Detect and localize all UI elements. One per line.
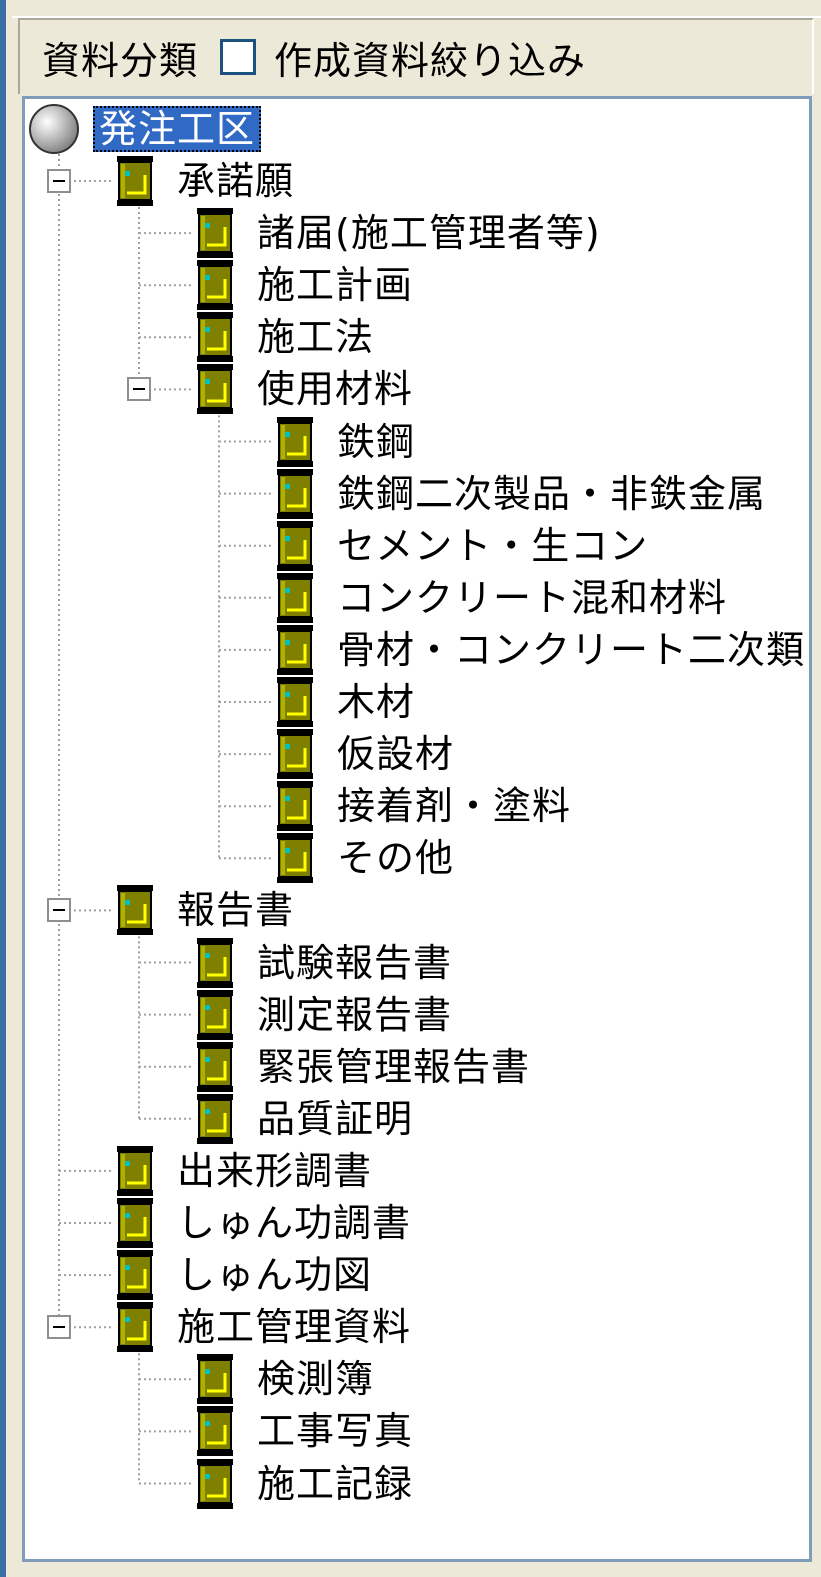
- folder-icon: [197, 1354, 233, 1405]
- folder-icon: [117, 1250, 153, 1301]
- category-label: 資料分類: [42, 38, 199, 83]
- tree-item[interactable]: 接着剤・塗料: [275, 780, 577, 832]
- tree-item[interactable]: 仮設材: [275, 728, 460, 780]
- tree-item-label: 鉄鋼: [337, 419, 416, 464]
- tree-item-label: 施工法: [257, 315, 375, 360]
- tree-item[interactable]: 緊張管理報告書: [195, 1041, 536, 1093]
- folder-icon: [277, 833, 313, 884]
- folder-icon: [277, 781, 313, 832]
- tree-item-label: 測定報告書: [257, 992, 453, 1037]
- tree-item[interactable]: 報告書: [115, 884, 300, 936]
- tree-item[interactable]: 鉄鋼: [275, 416, 421, 468]
- tree-item-label: 仮設材: [337, 732, 455, 777]
- folder-icon: [277, 416, 313, 467]
- folder-icon: [197, 1458, 233, 1509]
- minus-box-icon[interactable]: [47, 898, 71, 923]
- tree-item-label: 試験報告書: [257, 940, 453, 985]
- filter-checkbox[interactable]: [220, 39, 257, 75]
- tree-item[interactable]: 木材: [275, 676, 421, 728]
- top-edge: [12, 0, 821, 18]
- tree-item[interactable]: 施工計画: [195, 259, 419, 311]
- folder-icon: [117, 1145, 153, 1196]
- tree-item[interactable]: 検測簿: [195, 1353, 380, 1405]
- tree-item-label: 使用材料: [257, 367, 414, 412]
- tree-item-label: 出来形調書: [177, 1148, 373, 1193]
- folder-icon: [117, 885, 153, 936]
- tree-item[interactable]: 施工法: [195, 311, 380, 363]
- folder-icon: [277, 624, 313, 675]
- tree-item[interactable]: しゅん功図: [115, 1249, 378, 1301]
- tree-item[interactable]: 試験報告書: [195, 937, 458, 989]
- tree-item[interactable]: 出来形調書: [115, 1145, 378, 1197]
- tree-item[interactable]: その他: [275, 832, 460, 884]
- folder-icon: [197, 364, 233, 415]
- tree-item[interactable]: 諸届(施工管理者等): [195, 207, 607, 259]
- minus-box-icon[interactable]: [127, 377, 151, 402]
- tree-item-label: 接着剤・塗料: [337, 784, 572, 829]
- folder-icon: [197, 937, 233, 988]
- tree-item[interactable]: 骨材・コンクリート二次類: [275, 624, 809, 676]
- folder-icon: [197, 989, 233, 1040]
- tree-item[interactable]: 鉄鋼二次製品・非鉄金属: [275, 468, 772, 520]
- folder-icon: [277, 572, 313, 623]
- folder-icon: [277, 677, 313, 727]
- tree-item[interactable]: 品質証明: [195, 1093, 419, 1145]
- tree-item-label: 骨材・コンクリート二次類: [337, 627, 806, 672]
- tree-item[interactable]: 承諾願: [115, 155, 300, 207]
- tree-item-label: 鉄鋼二次製品・非鉄金属: [337, 471, 767, 516]
- tree-item-label: 施工管理資料: [177, 1305, 412, 1350]
- folder-icon: [197, 208, 233, 259]
- tree-item[interactable]: 工事写真: [195, 1405, 419, 1457]
- folder-icon: [117, 1198, 153, 1248]
- tree-item-label: 報告書: [177, 888, 295, 933]
- tree-root-label: 発注工区: [93, 106, 262, 152]
- tree-connector-lines: [58, 149, 273, 1485]
- tree-item-label: コンクリート混和材料: [337, 575, 728, 620]
- minus-box-icon[interactable]: [47, 1315, 71, 1340]
- tree-item[interactable]: 使用材料: [195, 363, 419, 415]
- globe-icon: [29, 104, 79, 154]
- tree-item-label: 承諾願: [177, 159, 295, 203]
- tree-item-label: 木材: [337, 680, 416, 724]
- tree-item-label: 緊張管理報告書: [257, 1044, 531, 1089]
- tree-item-label: しゅん功図: [177, 1253, 373, 1298]
- filter-header: 資料分類 作成資料絞り込み: [18, 18, 814, 94]
- folder-icon: [197, 1041, 233, 1092]
- tree-item-label: 施工計画: [257, 263, 414, 308]
- tree-item-label: しゅん功調書: [177, 1201, 412, 1245]
- filter-label[interactable]: 作成資料絞り込み: [274, 38, 587, 83]
- folder-icon: [117, 1302, 153, 1353]
- minus-box-icon[interactable]: [47, 169, 71, 193]
- tree-item[interactable]: 測定報告書: [195, 989, 458, 1041]
- tree-item-label: 検測簿: [257, 1357, 375, 1402]
- folder-icon: [197, 1406, 233, 1457]
- folder-icon: [197, 1093, 233, 1144]
- tree-item-label: 諸届(施工管理者等): [257, 211, 601, 256]
- document-tree[interactable]: 発注工区 承諾願 諸届(施工管理者等) 施工計画 施工法 使用材: [22, 96, 812, 1562]
- folder-icon: [197, 312, 233, 363]
- tree-item[interactable]: コンクリート混和材料: [275, 572, 733, 624]
- tree-item-label: その他: [337, 836, 455, 881]
- tree-item[interactable]: しゅん功調書: [115, 1197, 417, 1249]
- folder-icon: [117, 156, 153, 206]
- folder-icon: [197, 260, 233, 311]
- tree-item-label: 施工記録: [257, 1461, 414, 1506]
- tree-item[interactable]: 施工管理資料: [115, 1301, 417, 1353]
- tree-item-label: 工事写真: [257, 1409, 414, 1454]
- folder-icon: [277, 468, 313, 519]
- tree-item-label: セメント・生コン: [337, 523, 649, 568]
- tree-item-label: 品質証明: [257, 1096, 414, 1141]
- tree-item[interactable]: 施工記録: [195, 1458, 419, 1510]
- tree-root[interactable]: 発注工区: [29, 103, 262, 155]
- folder-icon: [277, 520, 313, 571]
- folder-icon: [277, 729, 313, 780]
- tree-item[interactable]: セメント・生コン: [275, 520, 654, 572]
